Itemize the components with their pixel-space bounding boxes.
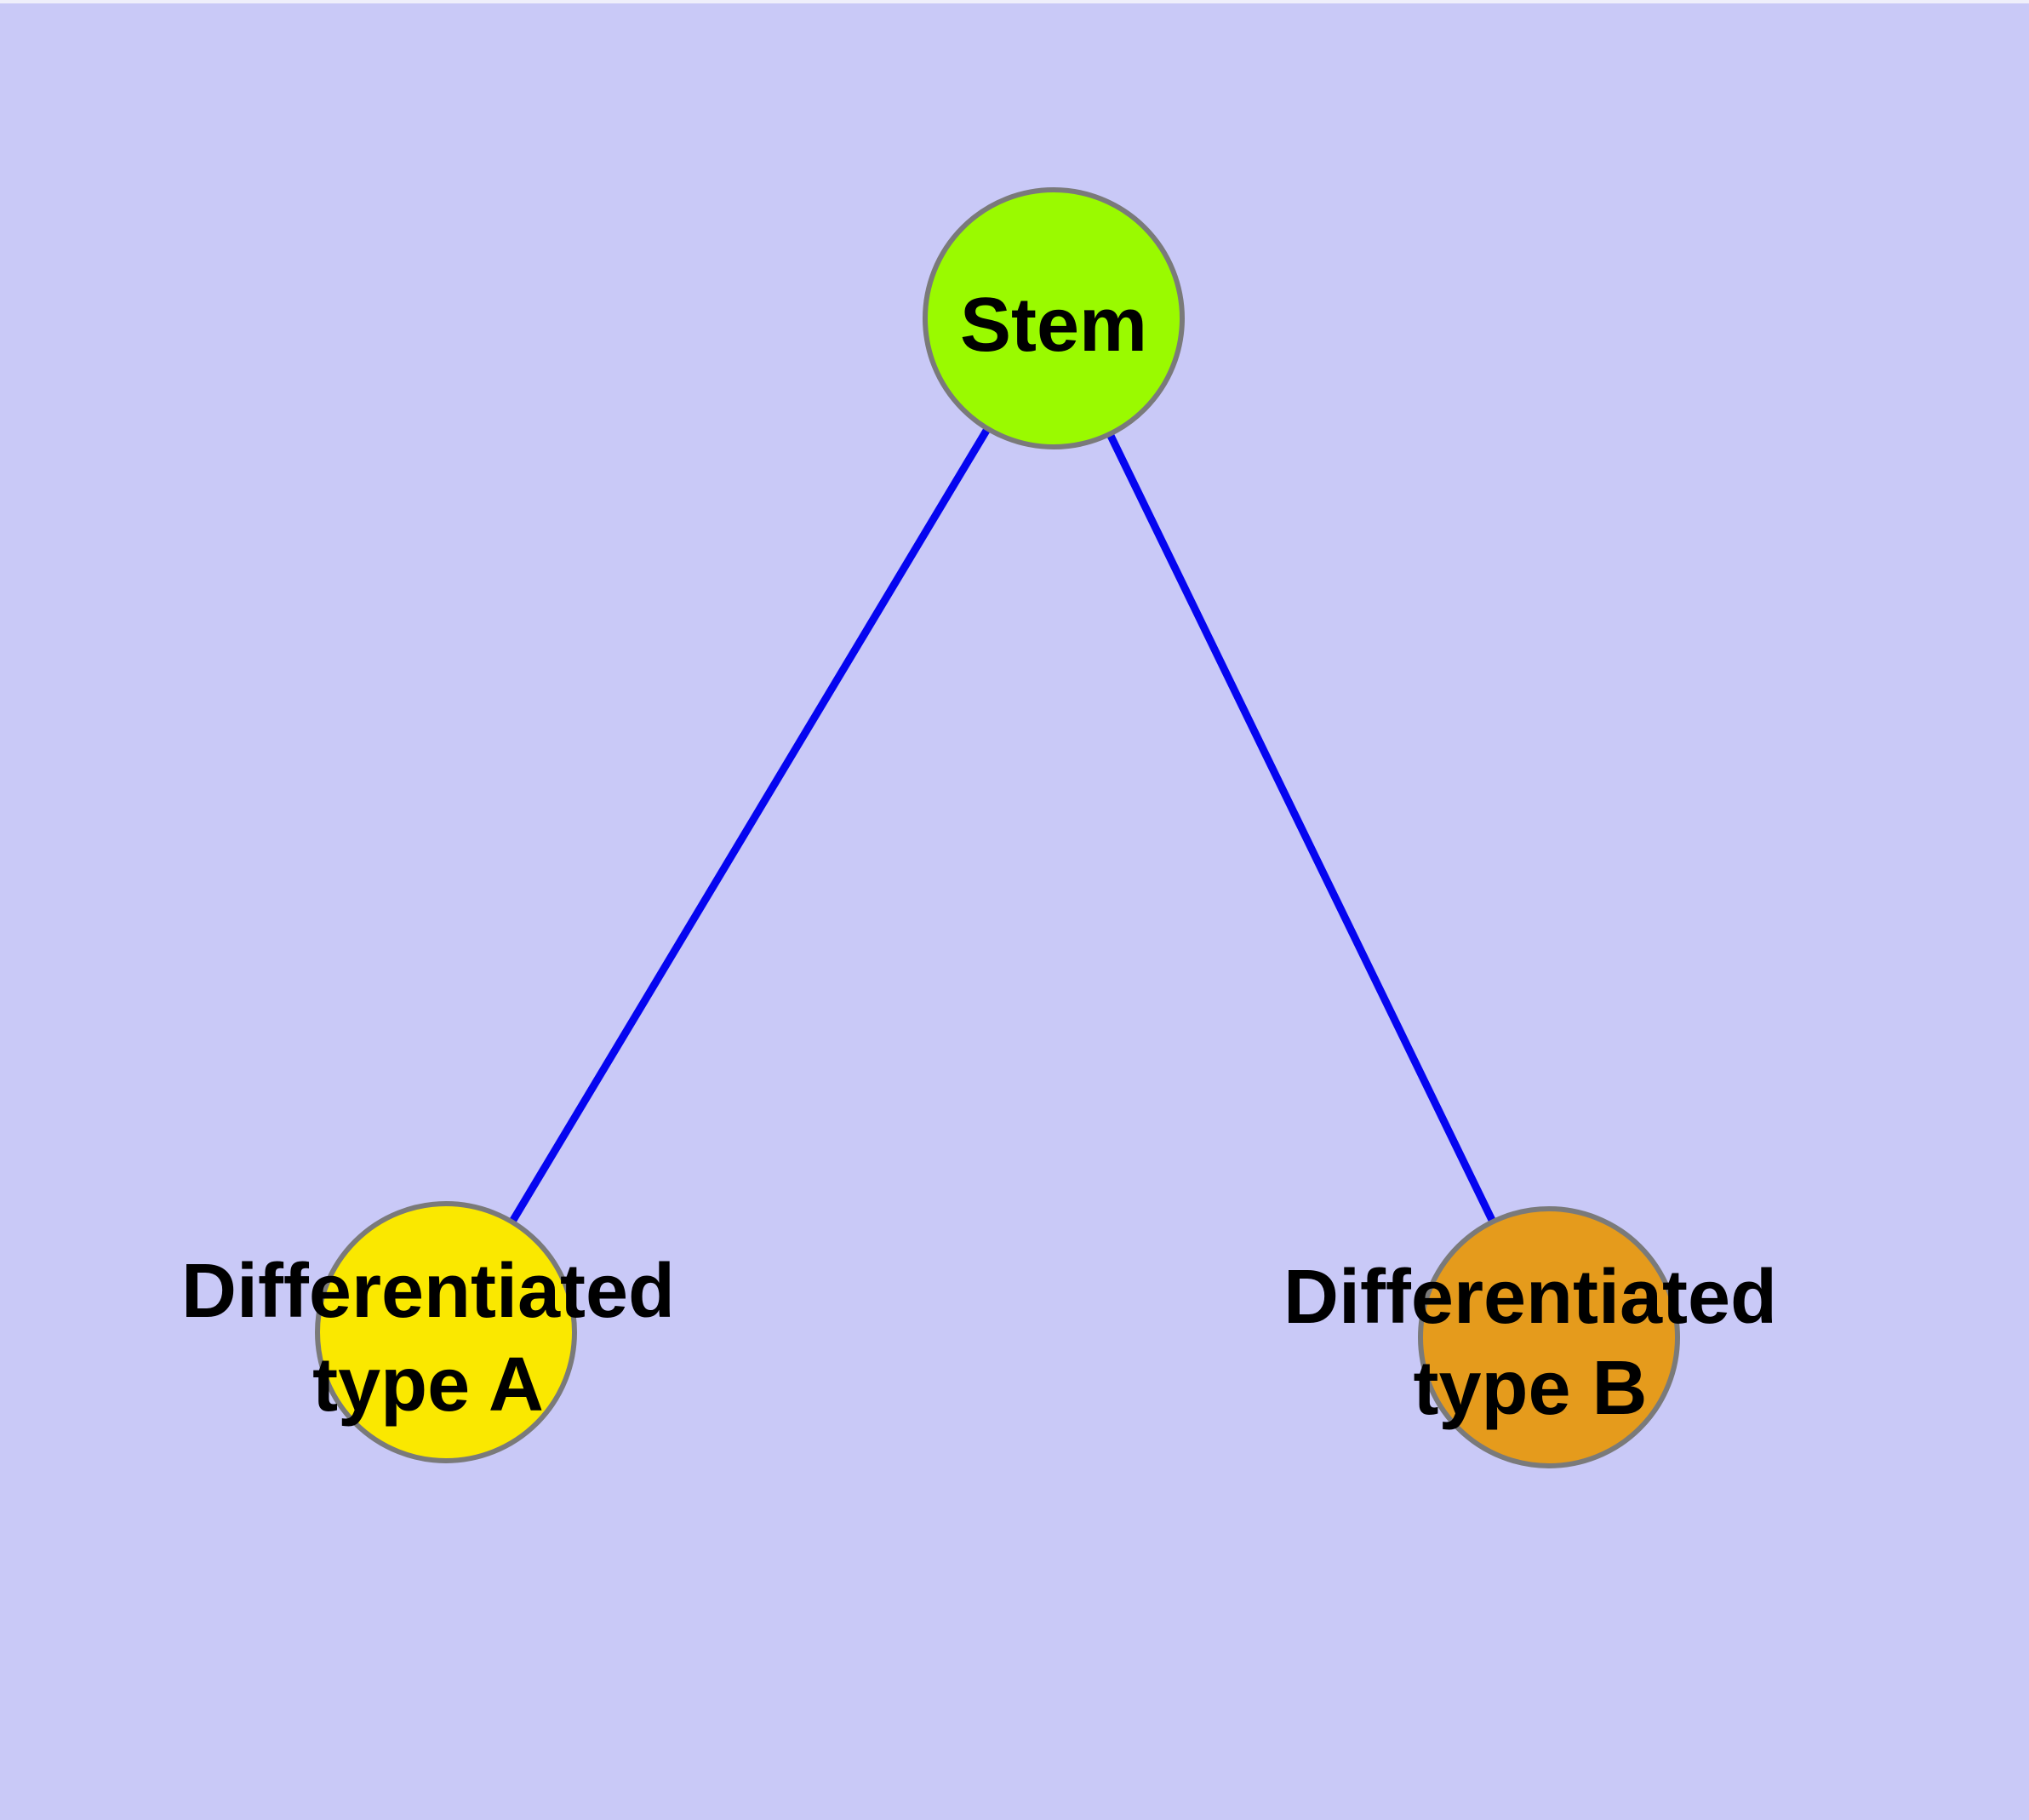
- edge-stem-to-type-b[interactable]: [1049, 317, 1553, 1339]
- node-differentiated-type-b[interactable]: [1418, 1206, 1680, 1468]
- node-stem[interactable]: [923, 187, 1185, 449]
- node-differentiated-type-a[interactable]: [315, 1201, 577, 1463]
- edge-stem-to-type-a[interactable]: [443, 316, 1057, 1335]
- node-type-b-label-line1: Differentiated: [1283, 1255, 1777, 1340]
- node-type-b-label-line2: type B: [1413, 1346, 1647, 1431]
- top-edge-highlight: [0, 0, 2029, 3]
- node-stem-label: Stem: [960, 283, 1147, 368]
- node-type-a-label-line1: Differentiated: [181, 1249, 675, 1334]
- node-type-a-label-line2: type A: [312, 1342, 544, 1428]
